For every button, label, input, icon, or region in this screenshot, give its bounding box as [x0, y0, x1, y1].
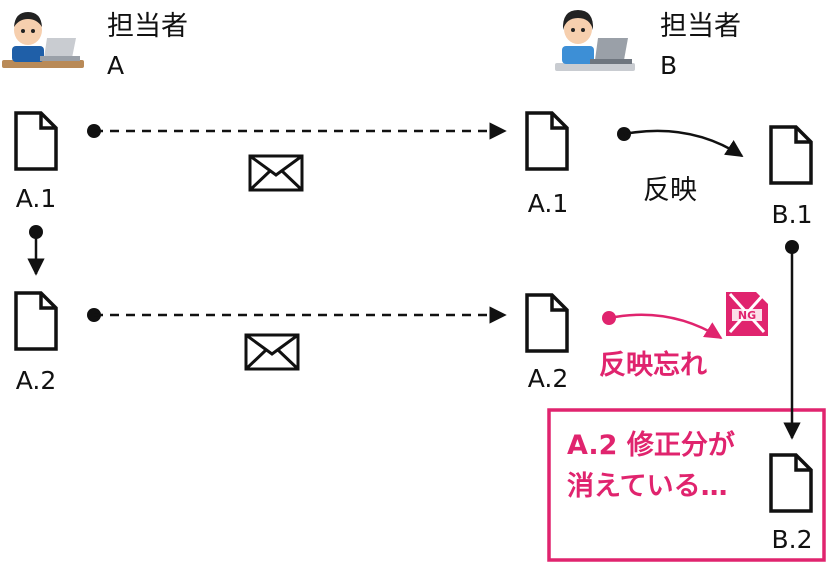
file-a1-right-label: A.1 — [528, 189, 569, 218]
file-a1-left-icon — [14, 111, 58, 171]
missed-reflect-arrow — [602, 311, 723, 340]
person-b-role: 担当者 — [660, 11, 741, 42]
person-b-name: B — [660, 51, 677, 80]
transfer-arrow-a2 — [87, 306, 507, 324]
envelope-icon — [244, 333, 300, 371]
warning-line-1: A.2 修正分が — [567, 429, 735, 461]
ng-stamp-text: NG — [738, 309, 756, 322]
person-a-illustration — [2, 12, 84, 68]
file-b1-icon — [769, 125, 813, 185]
version-arrow-a — [27, 225, 45, 276]
file-b1-label: B.1 — [771, 200, 812, 229]
person-b-illustration — [555, 10, 635, 71]
transfer-arrow-a1 — [87, 122, 507, 140]
reflect-arrow — [617, 127, 744, 158]
person-a-role: 担当者 — [107, 11, 188, 42]
warning-line-2: 消えている… — [567, 471, 728, 502]
file-a2-left-label: A.2 — [16, 366, 57, 395]
ng-file-icon: NG — [726, 292, 768, 336]
file-b2-label: B.2 — [771, 525, 812, 554]
file-a1-right-icon — [525, 111, 569, 171]
file-a1-left-label: A.1 — [16, 184, 57, 213]
file-a2-right-icon — [525, 293, 569, 353]
file-b2-icon — [769, 453, 813, 513]
file-a2-right-label: A.2 — [528, 364, 569, 393]
envelope-icon — [248, 154, 304, 192]
file-a2-left-icon — [14, 291, 58, 351]
reflect-label: 反映 — [643, 175, 697, 206]
missed-reflect-label: 反映忘れ — [599, 349, 707, 381]
warning-box — [547, 408, 826, 562]
person-a-name: A — [107, 51, 124, 80]
version-arrow-b — [783, 240, 801, 440]
